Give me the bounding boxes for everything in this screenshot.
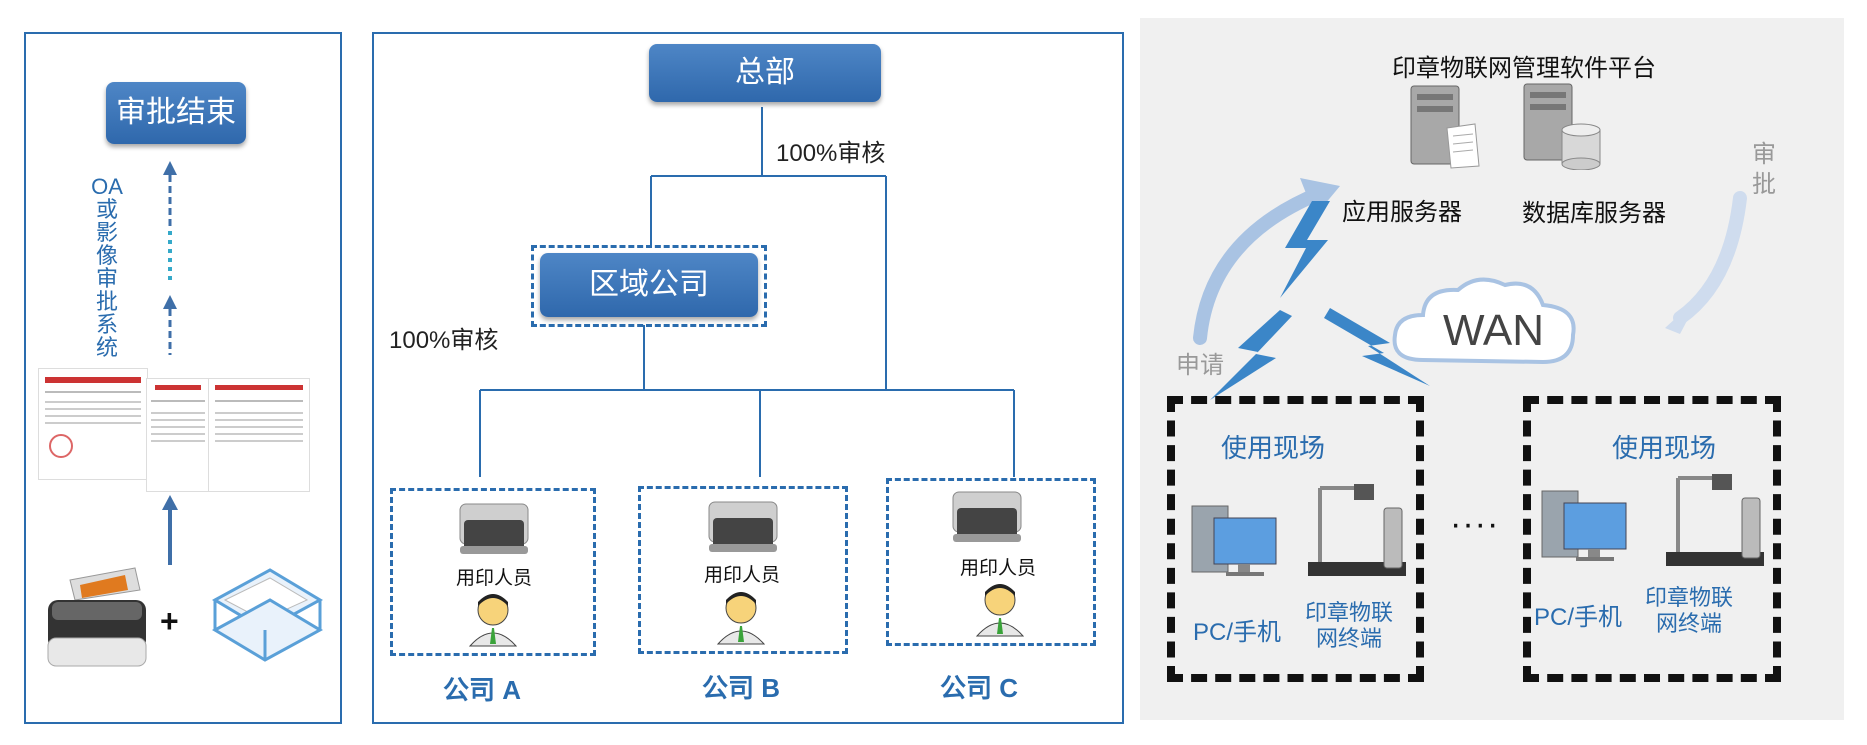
lightning-icon-right xyxy=(1324,308,1430,386)
approval-end-box: 审批结束 xyxy=(106,82,246,144)
wan-label: WAN xyxy=(1443,306,1545,355)
printer-icon xyxy=(459,503,529,554)
person-icon xyxy=(468,594,518,647)
lightning-icon-top xyxy=(1280,201,1330,298)
approve-arrowhead-icon xyxy=(1665,296,1700,334)
seal-terminal-icon xyxy=(1308,484,1406,576)
printer-icon xyxy=(708,501,778,552)
usage-site-frame-1 xyxy=(1167,396,1424,682)
vchar: 系 xyxy=(95,312,118,337)
ellipsis: ···· xyxy=(1450,505,1500,543)
company-b-name: 公司 B xyxy=(702,673,781,703)
vchar: 影 xyxy=(95,220,118,245)
terminal-label-line2: 网终端 xyxy=(1656,611,1723,636)
pc-label-1: PC/手机 xyxy=(1193,619,1282,646)
plus-sign: + xyxy=(160,603,179,639)
company-c-frame xyxy=(886,478,1096,646)
org-connector-lines xyxy=(479,107,1015,477)
terminal-label-line1: 印章物联 xyxy=(1645,585,1734,610)
approve-char: 批 xyxy=(1752,171,1776,198)
middle-panel xyxy=(372,32,1124,724)
document-thumbnail-2 xyxy=(146,378,210,492)
apply-arrow xyxy=(1193,186,1327,345)
vchar: 批 xyxy=(95,289,118,314)
headquarters-box: 总部 xyxy=(649,44,881,102)
document-thumbnail-3 xyxy=(208,378,310,492)
seal-terminal-icon xyxy=(1666,474,1764,566)
db-server-label: 数据库服务器 xyxy=(1522,200,1666,227)
regional-company-label: 区域公司 xyxy=(589,268,709,301)
vchar: 统 xyxy=(95,335,118,360)
wan-cloud-icon xyxy=(1392,277,1576,365)
company-b-frame xyxy=(638,486,848,654)
headquarters-label: 总部 xyxy=(735,56,795,89)
approve-char: 审 xyxy=(1752,141,1776,168)
terminal-label-1: 印章物联 网终端 xyxy=(1305,600,1393,652)
left-arrows xyxy=(162,161,178,565)
regional-company-frame xyxy=(531,245,767,327)
terminal-label-line2: 网终端 xyxy=(1316,626,1383,651)
approve-vertical-label: 审 批 xyxy=(1752,140,1776,200)
database-server-icon xyxy=(1523,83,1601,170)
left-panel xyxy=(24,32,342,724)
arrow-up-icon-bottom xyxy=(162,495,178,565)
app-server-label: 应用服务器 xyxy=(1342,199,1462,226)
pc-label-2: PC/手机 xyxy=(1534,604,1623,631)
regional-audit-label: 100%审核 xyxy=(389,327,499,354)
hq-audit-label: 100%审核 xyxy=(776,140,886,167)
pc-icon xyxy=(1191,505,1277,576)
document-thumbnail-1 xyxy=(38,368,148,480)
flow-graphics xyxy=(1193,178,1747,400)
vchar: 或 xyxy=(95,197,118,222)
apply-label: 申请 xyxy=(1176,352,1224,379)
company-c-name: 公司 C xyxy=(940,673,1019,703)
printer-icon xyxy=(952,491,1022,542)
apply-arrowhead-icon xyxy=(1300,178,1340,216)
document-tray-icon xyxy=(211,568,324,662)
person-icon xyxy=(975,584,1025,637)
vchar: 像 xyxy=(95,243,118,268)
approval-end-label: 审批结束 xyxy=(116,96,236,129)
lightning-icon-left xyxy=(1210,310,1292,400)
oa-vertical-text: OA 或 影 像 审 批 系 统 xyxy=(89,175,125,359)
usage-site-label-1: 使用现场 xyxy=(1221,433,1326,463)
terminal-label-2: 印章物联 网终端 xyxy=(1645,585,1733,637)
terminal-label-line1: 印章物联 xyxy=(1305,600,1394,625)
scanner-icon xyxy=(47,567,147,667)
arrow-up-icon-mid xyxy=(163,295,177,355)
app-server-icon xyxy=(1410,85,1480,169)
company-a-user-label: 用印人员 xyxy=(456,568,533,589)
vchar: 审 xyxy=(95,266,118,291)
company-a-name: 公司 A xyxy=(443,675,522,705)
regional-company-box: 区域公司 xyxy=(540,253,758,317)
vchar: OA xyxy=(91,174,123,199)
company-b-user-label: 用印人员 xyxy=(704,565,781,586)
arrow-up-icon-top xyxy=(163,161,177,227)
platform-title: 印章物联网管理软件平台 xyxy=(1392,55,1656,82)
company-a-frame xyxy=(390,488,596,656)
company-c-user-label: 用印人员 xyxy=(960,558,1037,579)
pc-icon xyxy=(1541,490,1627,561)
approve-arrow xyxy=(1673,191,1747,325)
person-icon xyxy=(716,592,766,645)
usage-site-frame-2 xyxy=(1523,396,1781,682)
usage-site-label-2: 使用现场 xyxy=(1612,433,1717,463)
